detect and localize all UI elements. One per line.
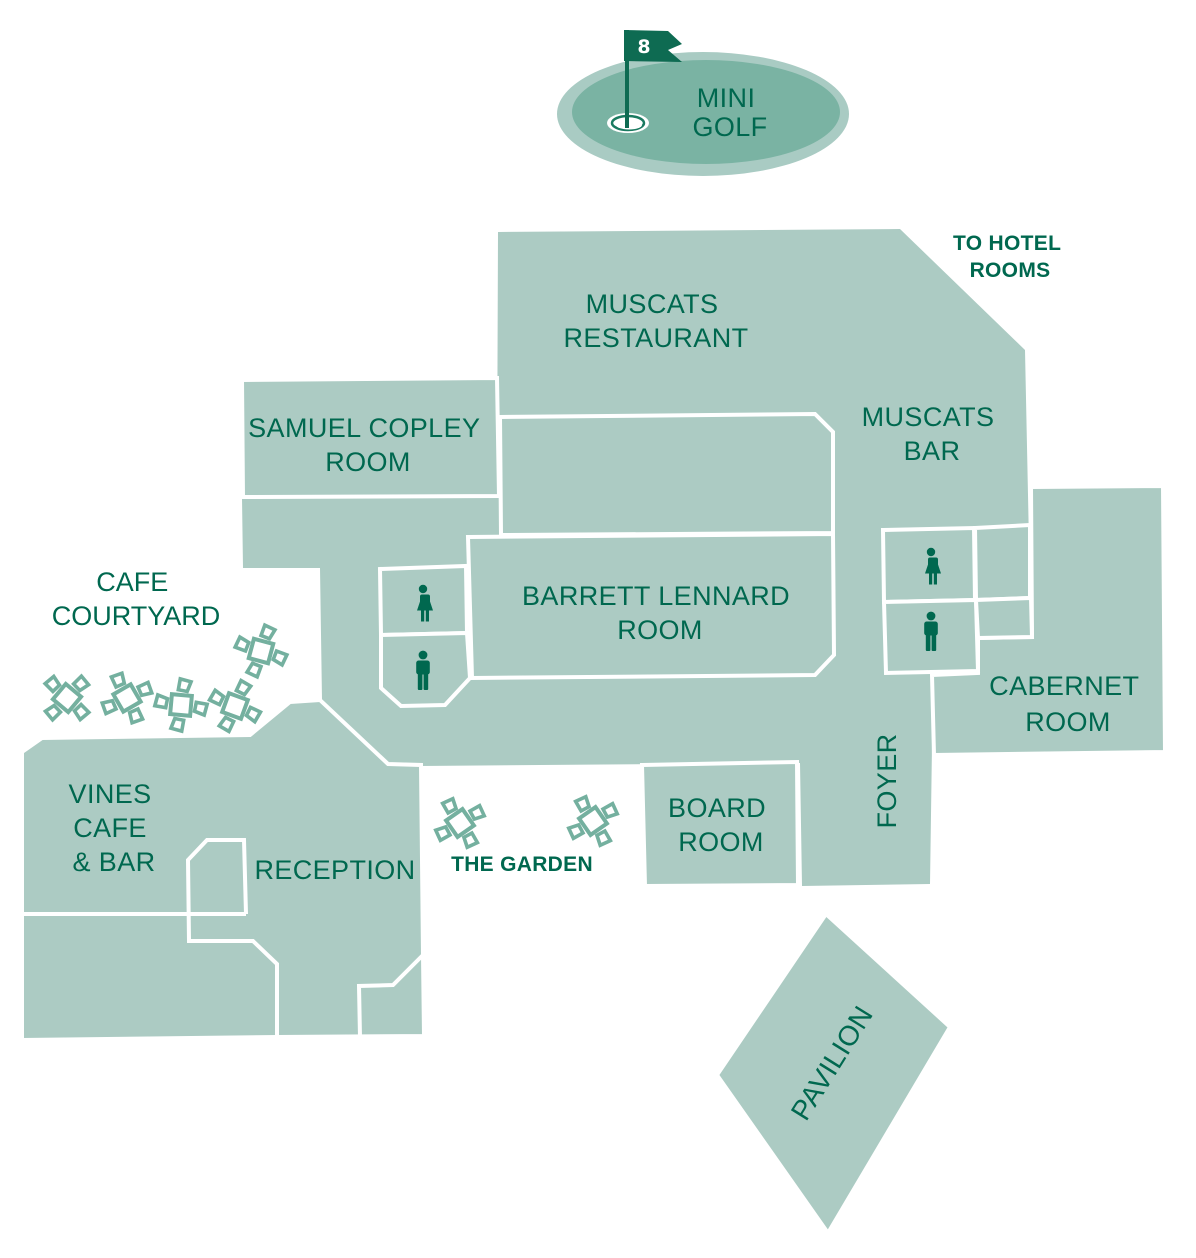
table-icon <box>554 782 632 860</box>
mini-golf-label: MINI GOLF <box>692 83 767 142</box>
cafe-courtyard-tables <box>28 617 295 742</box>
board-room[interactable] <box>639 759 801 889</box>
service-room-east-2[interactable] <box>973 595 1035 641</box>
board-room-label: BOARD ROOM <box>668 793 774 857</box>
table-icon <box>89 660 165 736</box>
cabernet-room-label: CABERNET ROOM <box>989 671 1147 737</box>
table-icon <box>150 674 212 736</box>
barrett-lennard-room[interactable] <box>465 531 837 681</box>
table-icon <box>227 617 295 685</box>
reception-label: RECEPTION <box>254 855 415 885</box>
table-icon <box>28 659 106 737</box>
wall-reception-office <box>185 838 279 1037</box>
vines-cafe-bar-label: VINES CAFE & BAR <box>69 779 160 877</box>
wall-reception-store <box>356 953 425 1038</box>
pavilion[interactable] <box>714 910 953 1237</box>
foyer-label: FOYER <box>872 733 902 828</box>
barrett-lennard-room-label: BARRETT LENNARD ROOM <box>522 581 798 645</box>
garden-tables <box>421 782 632 862</box>
to-hotel-rooms-label[interactable]: TO HOTEL ROOMS <box>953 232 1067 282</box>
hole-number: 8 <box>637 36 650 58</box>
muscats-bar-label: MUSCATS BAR <box>862 402 1003 466</box>
samuel-copley-room-label: SAMUEL COPLEY ROOM <box>248 413 488 477</box>
vines-reception-block[interactable] <box>20 697 427 1043</box>
golf-flag-icon: 8 <box>607 30 682 133</box>
table-icon <box>421 784 499 862</box>
restroom-male-east[interactable] <box>881 597 981 676</box>
muscats-restaurant-label: MUSCATS RESTAURANT <box>563 289 748 353</box>
mini-golf-inner-green <box>572 60 840 164</box>
the-garden-label: THE GARDEN <box>451 853 593 876</box>
service-room-east-1[interactable] <box>972 522 1032 603</box>
mini-golf-area[interactable]: 8 MINI GOLF <box>557 30 849 176</box>
cafe-courtyard-label: CAFE COURTYARD <box>52 567 221 631</box>
unlabeled-room-north[interactable] <box>497 411 835 538</box>
